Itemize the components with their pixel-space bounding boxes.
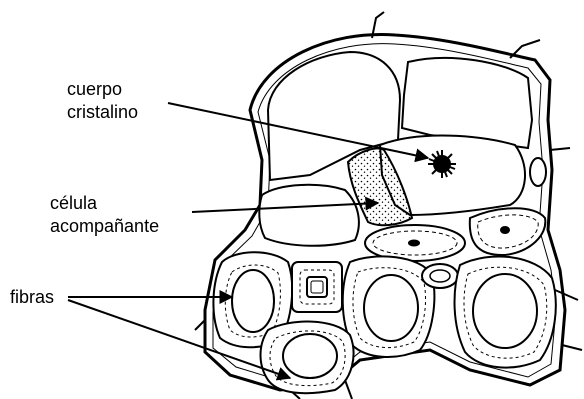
label-celula-line1: célula <box>50 192 159 215</box>
nucleated-cell-right <box>470 208 546 255</box>
fiber-cell-center <box>343 256 435 357</box>
fiber-cell-right <box>455 256 556 367</box>
label-cuerpo-line2: cristalino <box>67 101 138 124</box>
large-cell-upper-right <box>402 58 532 148</box>
label-celula-line2: acompañante <box>50 215 159 238</box>
fiber-cell-bottom <box>261 322 354 394</box>
label-cuerpo-line1: cuerpo <box>67 78 138 101</box>
label-celula-acompanante: célula acompañante <box>50 192 159 238</box>
fiber-cell-small <box>292 262 342 312</box>
label-cuerpo-cristalino: cuerpo cristalino <box>67 78 138 124</box>
crystal-body-druse <box>428 150 456 178</box>
cell-middle-left <box>259 185 359 246</box>
small-cell-right <box>530 158 546 186</box>
fiber-cell-tiny <box>422 264 458 288</box>
label-fibras: fibras <box>10 286 54 309</box>
